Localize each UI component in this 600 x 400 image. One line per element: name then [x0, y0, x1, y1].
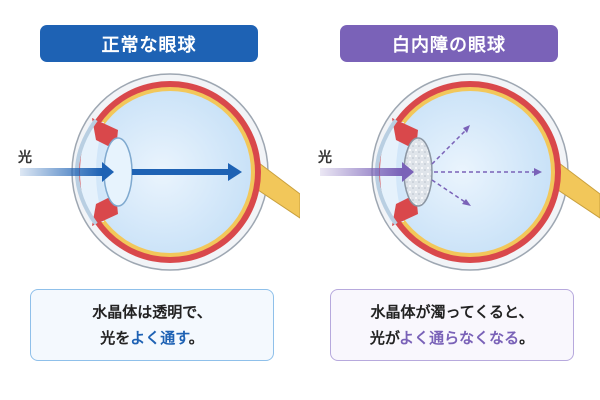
light-arrow-head-front — [402, 162, 414, 182]
cataract-eye-title: 白内障の眼球 — [340, 25, 558, 62]
scattered-ray-up-head — [463, 125, 470, 133]
normal-eye-caption: 水晶体は透明で、 光をよく通す。 — [30, 289, 274, 361]
scattered-ray-down-head — [462, 199, 471, 206]
caption-highlight: よく通らなくなる — [399, 329, 520, 347]
cataract-eye-diagram: 光 — [317, 73, 600, 271]
light-beam-incoming — [320, 168, 402, 176]
caption-highlight: よく通す — [130, 329, 189, 347]
normal-eye-diagram: 光 — [17, 73, 300, 271]
light-arrow-head-front — [102, 162, 114, 182]
caption-line-2: 光をよく通す。 — [100, 329, 204, 347]
cataract-eye-panel: 白内障の眼球 — [300, 0, 600, 400]
normal-eye-title: 正常な眼球 — [40, 25, 258, 62]
light-label: 光 — [17, 149, 32, 166]
cataract-eye-caption: 水晶体が濁ってくると、 光がよく通らなくなる。 — [330, 289, 574, 361]
light-arrow-head-retina — [228, 163, 242, 181]
normal-eye-panel: 正常な眼球 — [17, 25, 300, 361]
caption-line-2: 光がよく通らなくなる。 — [369, 329, 535, 347]
scattered-ray-down — [431, 179, 469, 205]
light-beam-left-segment — [20, 168, 102, 176]
light-beam-right-segment — [132, 169, 228, 175]
light-label: 光 — [317, 149, 332, 166]
caption-line-1: 水晶体が濁ってくると、 — [370, 303, 534, 321]
scattered-ray-middle-head — [534, 168, 542, 176]
scattered-ray-up — [431, 127, 469, 165]
caption-line-1: 水晶体は透明で、 — [92, 303, 212, 321]
